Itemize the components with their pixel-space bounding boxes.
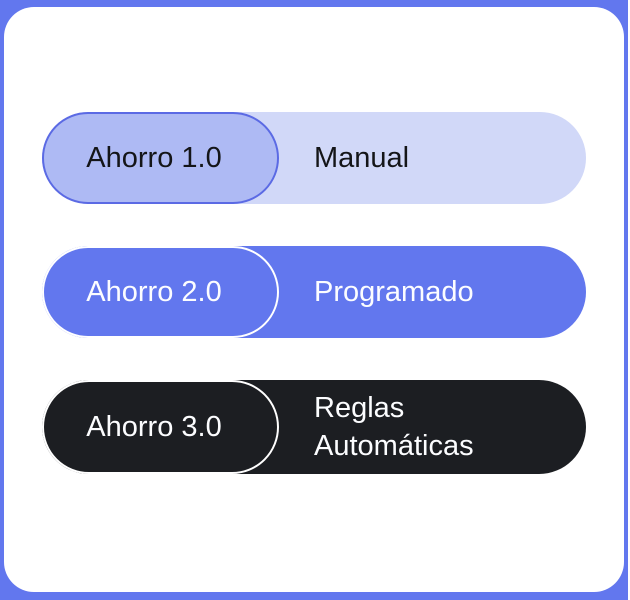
version-badge-label: Ahorro 1.0 — [86, 141, 222, 174]
mode-label-programado: Programado — [314, 276, 474, 308]
row-ahorro-3[interactable]: Ahorro 3.0 Reglas Automáticas — [42, 380, 586, 474]
versions-list: Ahorro 1.0 Manual Ahorro 2.0 Programado … — [42, 112, 586, 474]
mode-label-reglas-automaticas: Reglas Automáticas — [314, 392, 474, 462]
row-ahorro-2[interactable]: Ahorro 2.0 Programado — [42, 246, 586, 338]
mode-label-manual: Manual — [314, 142, 410, 174]
version-badge-ahorro-3: Ahorro 3.0 — [42, 380, 279, 474]
savings-versions-card: Ahorro 1.0 Manual Ahorro 2.0 Programado … — [4, 7, 624, 592]
version-badge-ahorro-2: Ahorro 2.0 — [42, 246, 279, 338]
version-badge-label: Ahorro 2.0 — [86, 275, 222, 308]
row-ahorro-1[interactable]: Ahorro 1.0 Manual — [42, 112, 586, 204]
version-badge-label: Ahorro 3.0 — [86, 410, 222, 443]
version-badge-ahorro-1: Ahorro 1.0 — [42, 112, 279, 204]
